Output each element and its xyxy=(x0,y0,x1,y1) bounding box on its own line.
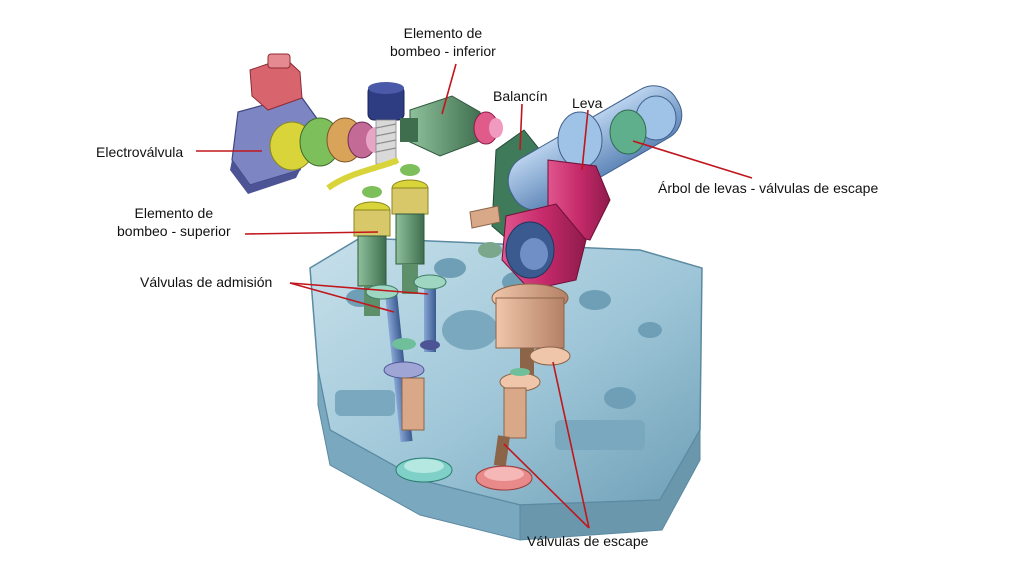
label-bombeo-superior-line1: Elemento de xyxy=(134,205,214,221)
label-bombeo-inferior: Elemento de bombeo - inferior xyxy=(390,24,496,60)
label-arbol-levas-text: Árbol de levas - válvulas de escape xyxy=(658,180,879,196)
label-bombeo-superior-line2: bombeo - superior xyxy=(117,223,231,239)
label-bombeo-superior: Elemento de bombeo - superior xyxy=(117,204,231,240)
label-electrovalvula-text: Electroválvula xyxy=(96,144,184,160)
label-valvulas-escape-text: Válvulas de escape xyxy=(527,533,649,549)
leader-bombeo-superior xyxy=(244,231,379,235)
label-electrovalvula: Electroválvula xyxy=(96,143,183,161)
leader-admision-2 xyxy=(289,282,429,295)
camshaft xyxy=(501,85,683,291)
pumping-element-upper xyxy=(326,157,429,316)
electrovalve xyxy=(230,53,386,194)
leader-leva xyxy=(581,109,589,171)
label-leva: Leva xyxy=(572,94,602,112)
leader-escape-1 xyxy=(503,443,590,529)
leader-bombeo-inferior xyxy=(441,63,457,115)
label-valvulas-admision-text: Válvulas de admisión xyxy=(140,274,273,290)
label-bombeo-inferior-line2: bombeo - inferior xyxy=(390,43,496,59)
label-balancin-text: Balancín xyxy=(493,88,548,104)
pumping-element-lower xyxy=(400,95,503,157)
leader-arbol-levas xyxy=(632,140,753,179)
label-valvulas-escape: Válvulas de escape xyxy=(527,532,648,550)
leader-admision-1 xyxy=(289,282,395,313)
label-leva-text: Leva xyxy=(572,95,603,111)
leader-escape-2 xyxy=(552,361,590,529)
label-balancin: Balancín xyxy=(493,87,547,105)
label-valvulas-admision: Válvulas de admisión xyxy=(140,273,272,291)
leader-lines xyxy=(196,63,753,529)
exhaust-valves xyxy=(475,283,571,491)
leader-balancin xyxy=(519,103,523,151)
label-bombeo-inferior-line1: Elemento de xyxy=(403,25,483,41)
intake-valves xyxy=(365,274,453,483)
label-arbol-levas: Árbol de levas - válvulas de escape xyxy=(658,179,878,197)
